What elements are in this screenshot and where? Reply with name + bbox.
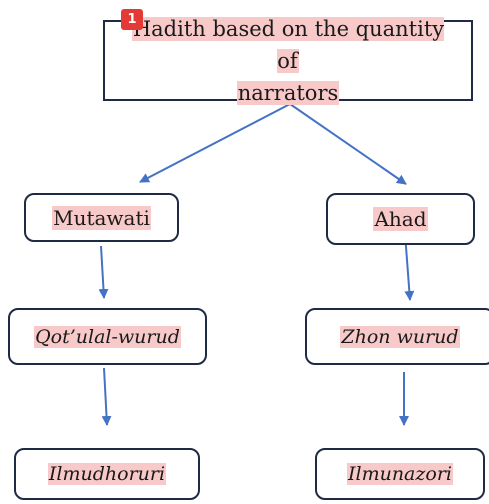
root-label-line2: narrators (236, 80, 340, 105)
root-node: Hadith based on the quantity of narrator… (103, 16, 473, 105)
node-mutawati: Mutawati (24, 193, 179, 242)
node-ilmunazori-label: Ilmunazori (346, 463, 453, 485)
root-label-line1: Hadith based on the quantity of (131, 16, 445, 73)
root-text: Hadith based on the quantity of narrator… (119, 13, 457, 109)
node-ilmudhoruri: Ilmudhoruri (14, 448, 200, 500)
arrow-mutawati-to-qot (98, 245, 109, 299)
node-mutawati-label: Mutawati (52, 205, 151, 230)
node-zhon-wurud: Zhon wurud (305, 308, 489, 365)
annotation-number-badge: 1 (121, 9, 143, 30)
node-ilmudhoruri-label: Ilmudhoruri (47, 463, 167, 485)
node-ahad-label: Ahad (373, 207, 428, 231)
arrow-qot-to-ilmudhoruri (101, 367, 112, 426)
node-ilmunazori: Ilmunazori (315, 448, 485, 500)
node-ahad: Ahad (326, 193, 475, 245)
node-zhon-wurud-label: Zhon wurud (340, 325, 460, 348)
arrow-root-to-mutawati (139, 103, 291, 183)
arrow-root-to-ahad (289, 103, 407, 185)
node-qotulal-wurud-label: Qot’ulal-wurud (34, 325, 181, 348)
node-qotulal-wurud: Qot’ulal-wurud (8, 308, 207, 365)
